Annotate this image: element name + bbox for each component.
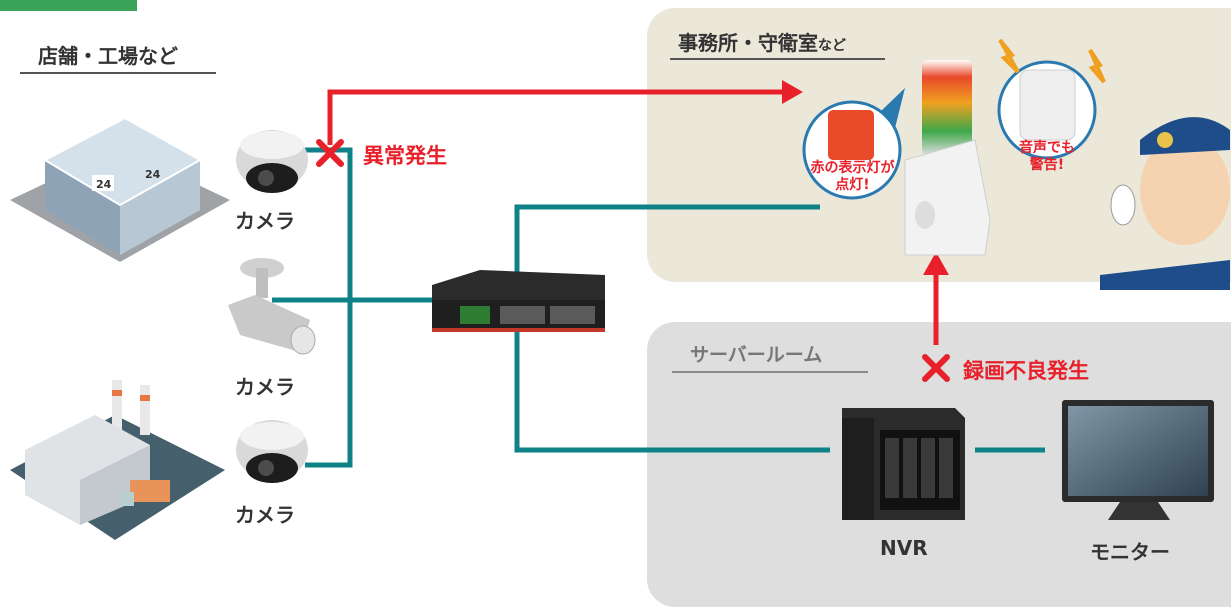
accent-tab [0,0,137,11]
sound-bubble-line1: 音声でも [1019,140,1075,156]
alert-line-anomaly [327,89,785,145]
alert-recording-failure: 録画不良発生 [963,359,1089,383]
box-camera [228,258,316,355]
light-bubble-text: 赤の表示灯が 点灯! [800,160,905,194]
dome-camera-2 [236,420,308,483]
server-title-underline [672,371,868,373]
alert-lines [327,89,939,345]
nvr-device [842,408,965,520]
light-bubble [802,88,905,200]
arrow-head-office [782,80,803,104]
svg-text:24: 24 [96,178,112,191]
monitor-label: モニター [1090,540,1170,564]
store-illustration: 24 24 [10,116,230,262]
camera-label-2: カメラ [235,375,295,399]
server-room-title: サーバールーム [690,344,823,366]
store-factory-title: 店舗・工場など [38,44,178,68]
light-bubble-line2: 点灯! [835,177,870,193]
cable-camera1 [305,147,353,468]
x-mark-recording [922,354,950,382]
cable-to-office [514,204,820,288]
office-title-underline [670,58,885,60]
sound-bubble-line2: 警告! [1029,157,1065,173]
store-title-underline [20,72,216,74]
signal-tower [904,60,991,256]
monitor-device [1062,400,1214,520]
arrow-head-up [923,252,949,275]
camera-label-3: カメラ [235,503,295,527]
cable-to-nvr [514,320,830,453]
network-switch [432,270,605,332]
light-bubble-line1: 赤の表示灯が [810,160,895,176]
office-title-suffix: など [818,38,846,54]
alert-anomaly: 異常発生 [363,144,447,168]
factory-illustration [10,380,225,540]
office-title-main: 事務所・守衛室 [678,31,818,55]
svg-text:24: 24 [145,168,161,181]
dome-camera-1 [236,130,308,193]
sound-bubble-text: 音声でも 警告! [1005,140,1089,174]
x-mark-anomaly [316,139,344,167]
sound-bubble [997,38,1106,160]
camera-label-1: カメラ [235,209,295,233]
nvr-label: NVR [880,536,928,560]
office-title: 事務所・守衛室など [678,27,846,56]
security-guard [1100,117,1230,290]
